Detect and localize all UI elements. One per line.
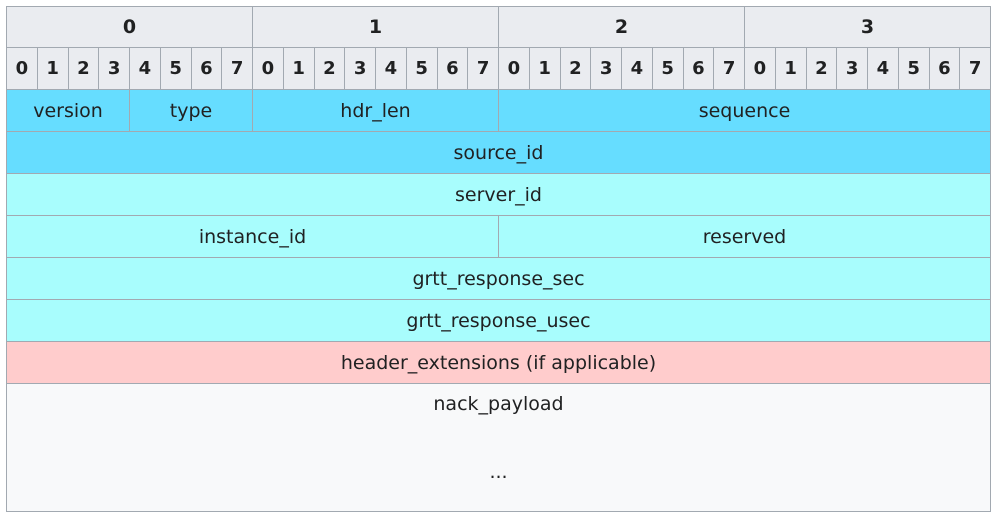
row-instance-reserved: instance_id reserved [6, 215, 991, 258]
bit-label-2-4: 4 [621, 47, 653, 90]
bit-label-3-6: 6 [928, 47, 961, 90]
row-server-id: server_id [6, 173, 991, 216]
octet-1-header: 1 [252, 6, 499, 48]
field-hdr-len: hdr_len [252, 89, 499, 132]
field-instance-id: instance_id [6, 215, 499, 258]
bit-label-0-6: 6 [190, 47, 223, 90]
field-source-id: source_id [6, 131, 991, 174]
bit-label-0-0: 0 [6, 47, 38, 90]
bit-label-0-3: 3 [98, 47, 130, 90]
bit-label-2-5: 5 [651, 47, 684, 90]
octet-0-header: 0 [6, 6, 253, 48]
bit-label-1-3: 3 [344, 47, 376, 90]
bit-label-0-1: 1 [36, 47, 69, 90]
bit-label-1-4: 4 [375, 47, 407, 90]
payload-ellipsis: ... [489, 461, 508, 483]
bit-label-3-0: 0 [744, 47, 776, 90]
bit-label-3-1: 1 [774, 47, 807, 90]
field-version: version [6, 89, 130, 132]
field-nack-payload: nack_payload [433, 393, 564, 415]
bit-label-0-5: 5 [159, 47, 192, 90]
row-nack-payload: nack_payload ... [6, 383, 991, 512]
bit-label-3-2: 2 [805, 47, 838, 90]
row-version-type-len-seq: version type hdr_len sequence [6, 89, 991, 132]
bit-label-0-2: 2 [67, 47, 100, 90]
field-grtt-response-usec: grtt_response_usec [6, 299, 991, 342]
bit-label-1-7: 7 [467, 47, 499, 90]
row-grtt-usec: grtt_response_usec [6, 299, 991, 342]
row-grtt-sec: grtt_response_sec [6, 257, 991, 300]
bit-label-3-7: 7 [959, 47, 991, 90]
field-nack-payload-cell: nack_payload ... [6, 383, 991, 512]
bit-label-3-3: 3 [836, 47, 868, 90]
bit-label-1-5: 5 [405, 47, 438, 90]
bit-label-0-4: 4 [129, 47, 161, 90]
bit-label-3-5: 5 [897, 47, 930, 90]
octet-2-header: 2 [498, 6, 745, 48]
field-reserved: reserved [498, 215, 991, 258]
row-source-id: source_id [6, 131, 991, 174]
bit-label-2-7: 7 [713, 47, 745, 90]
bit-label-2-6: 6 [682, 47, 715, 90]
field-sequence: sequence [498, 89, 991, 132]
octet-3-header: 3 [744, 6, 991, 48]
bit-label-0-7: 7 [221, 47, 253, 90]
field-grtt-response-sec: grtt_response_sec [6, 257, 991, 300]
field-type: type [129, 89, 253, 132]
bit-label-1-0: 0 [252, 47, 284, 90]
bit-label-2-0: 0 [498, 47, 530, 90]
bit-label-1-6: 6 [436, 47, 469, 90]
bit-label-1-2: 2 [313, 47, 346, 90]
bit-label-2-2: 2 [559, 47, 592, 90]
field-server-id: server_id [6, 173, 991, 216]
bit-label-1-1: 1 [282, 47, 315, 90]
octet-header-row: 0 1 2 3 [6, 6, 991, 48]
bit-label-2-3: 3 [590, 47, 622, 90]
field-header-extensions: header_extensions (if applicable) [6, 341, 991, 384]
bit-label-3-4: 4 [867, 47, 899, 90]
row-header-extensions: header_extensions (if applicable) [6, 341, 991, 384]
bit-label-2-1: 1 [528, 47, 561, 90]
